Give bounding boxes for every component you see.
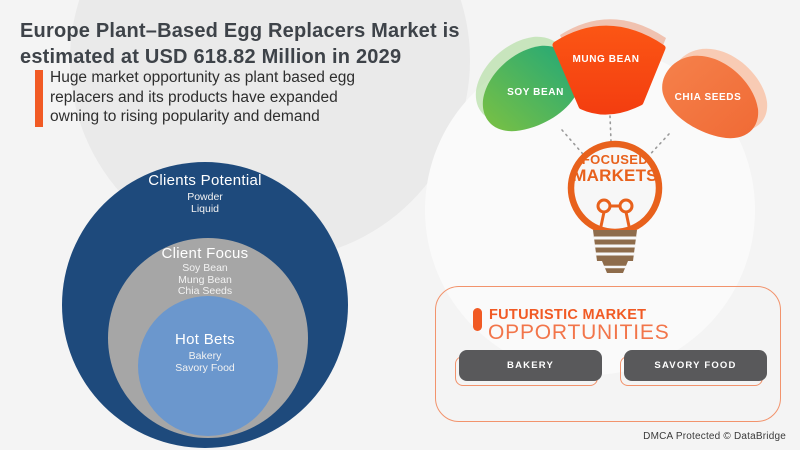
- ring-item: Soy Bean: [182, 262, 228, 274]
- dmca-notice: DMCA Protected © DataBridge: [643, 431, 786, 442]
- opportunities-heading-line-2: OPPORTUNITIES: [488, 321, 670, 344]
- title-line-1: Europe Plant–Based Egg Replacers Market …: [20, 20, 460, 42]
- subtitle-accent-bar: [35, 70, 43, 127]
- chia-petal: [662, 55, 759, 139]
- subtitle-line-3: owning to rising popularity and demand: [50, 108, 320, 125]
- focused-markets-line-2: MARKETS: [572, 166, 658, 185]
- subtitle-line-1: Huge market opportunity as plant based e…: [50, 69, 356, 86]
- bulb-base: [593, 230, 637, 273]
- ring-item: Savory Food: [175, 361, 235, 374]
- savory-food-button-wrap: SAVORY FOOD: [620, 350, 767, 388]
- ring-label-client-focus: Client Focus: [161, 245, 249, 262]
- petal-label-soy-bean: SOY BEAN: [507, 87, 564, 98]
- ring-item: Chia Seeds: [177, 285, 233, 297]
- ring-items-hot-bets: Bakery Savory Food: [85, 350, 325, 374]
- subtitle-line-2: replacers and its products have expanded: [50, 88, 338, 106]
- petal-label-chia-seeds: CHIA SEEDS: [674, 92, 742, 103]
- connector-mung: [609, 115, 612, 142]
- savory-food-button[interactable]: SAVORY FOOD: [624, 350, 767, 381]
- bulb-filament: [596, 198, 634, 232]
- title-line-2: estimated at USD 618.82 Million in 2029: [20, 46, 402, 68]
- ring-label-clients-potential: Clients Potential: [148, 172, 262, 189]
- bakery-button-wrap: BAKERY: [455, 350, 602, 388]
- ring-label-hot-bets: Hot Bets: [175, 331, 235, 348]
- petal-label-mung-bean: MUNG BEAN: [572, 54, 640, 65]
- focused-markets-label: FOCUSED MARKETS: [565, 153, 665, 185]
- opportunities-buttons: BAKERY SAVORY FOOD: [455, 350, 771, 388]
- soy-petal: [482, 45, 580, 132]
- heading-accent-pill: [473, 308, 482, 331]
- subtitle: Huge market opportunity as plant based e…: [50, 68, 410, 127]
- connector-soy: [561, 129, 590, 162]
- opportunities-heading-line-1: FUTURISTIC MARKET: [489, 307, 647, 323]
- page-title: Europe Plant–Based Egg Replacers Market …: [20, 18, 490, 70]
- bakery-button[interactable]: BAKERY: [459, 350, 602, 381]
- ring-items-clients-potential: Powder Liquid: [85, 191, 325, 215]
- opportunities-panel: [435, 286, 781, 422]
- ring-item: Powder: [187, 191, 223, 203]
- ring-item: Mung Bean: [178, 273, 232, 286]
- lightbulb-diagram: [475, 19, 768, 273]
- ring-items-client-focus: Soy Bean Mung Bean Chia Seeds: [85, 262, 325, 298]
- ring-item: Liquid: [190, 202, 220, 215]
- ring-hot-bets: [138, 296, 278, 436]
- focused-markets-line-1: FOCUSED: [581, 152, 649, 167]
- ring-item: Bakery: [188, 350, 222, 362]
- mung-petal: [552, 25, 666, 115]
